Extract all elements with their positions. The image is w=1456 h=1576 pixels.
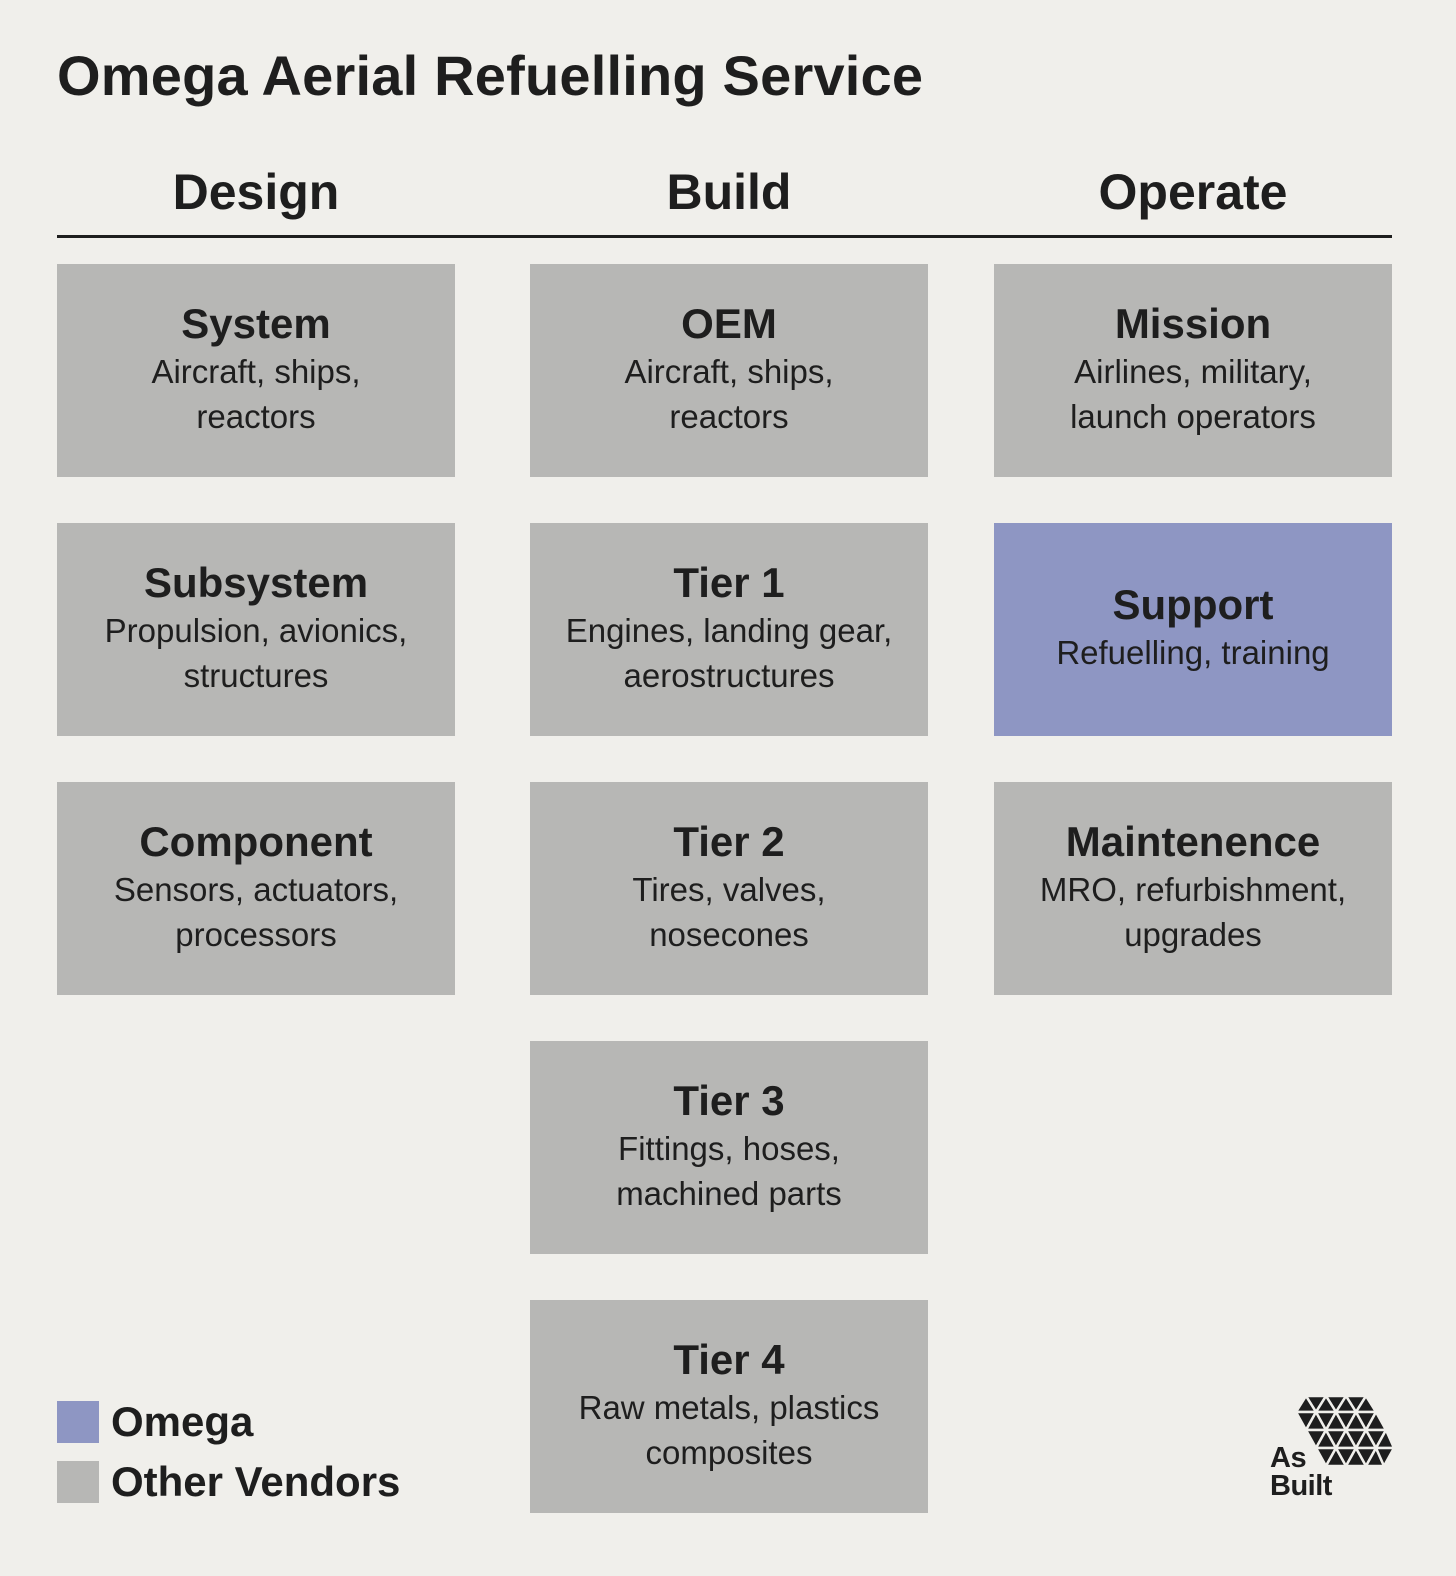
box-description-line: structures (183, 656, 329, 694)
column-heading-operate: Operate (1098, 164, 1288, 220)
hexagon-cluster-logo-icon (1294, 1394, 1396, 1468)
box-description-line: Propulsion, avionics, (104, 611, 408, 649)
box-title: Tier 2 (673, 817, 785, 865)
box-title: Maintenence (1065, 817, 1321, 865)
box-system: System Aircraft, ships, reactors (57, 264, 455, 477)
box-title: Component (139, 817, 373, 865)
box-tier-1: Tier 1 Engines, landing gear, aerostruct… (530, 523, 928, 736)
column-heading-design: Design (172, 164, 340, 220)
box-title: Tier 1 (673, 558, 785, 606)
box-description-line: machined parts (616, 1174, 842, 1212)
legend: Omega Other Vendors (57, 1397, 401, 1520)
box-description-line: Fittings, hoses, (618, 1129, 840, 1167)
box-description-line: composites (645, 1433, 813, 1471)
box-support: Support Refuelling, training (994, 523, 1392, 736)
legend-label: Other Vendors (111, 1457, 401, 1505)
box-mission: Mission Airlines, military, launch opera… (994, 264, 1392, 477)
box-tier-2: Tier 2 Tires, valves, nosecones (530, 782, 928, 995)
legend-swatch-omega (57, 1400, 99, 1443)
box-title: Mission (1114, 299, 1272, 347)
legend-swatch-other-vendors (57, 1460, 99, 1503)
box-tier-4: Tier 4 Raw metals, plastics composites (530, 1300, 928, 1513)
box-subsystem: Subsystem Propulsion, avionics, structur… (57, 523, 455, 736)
box-title: OEM (681, 299, 777, 347)
logo-text-line-2: Built (1270, 1470, 1332, 1502)
box-maintenence: Maintenence MRO, refurbishment, upgrades (994, 782, 1392, 995)
heading-divider (57, 235, 1392, 238)
legend-label: Omega (111, 1397, 254, 1445)
box-description-line: Engines, landing gear, (565, 611, 893, 649)
page-title: Omega Aerial Refuelling Service (57, 44, 924, 107)
as-built-logo: As Built (1268, 1394, 1398, 1510)
box-title: Support (1112, 581, 1274, 628)
box-oem: OEM Aircraft, ships, reactors (530, 264, 928, 477)
box-description-line: nosecones (649, 915, 809, 953)
box-description-line: MRO, refurbishment, (1039, 870, 1347, 908)
box-description-line: launch operators (1070, 397, 1316, 435)
legend-item-other-vendors: Other Vendors (57, 1457, 401, 1505)
box-description-line: Aircraft, ships, (624, 352, 834, 390)
box-description-line: aerostructures (623, 656, 835, 694)
box-description-line: reactors (196, 397, 316, 435)
box-description-line: Refuelling, training (1056, 634, 1330, 671)
box-description-line: upgrades (1124, 915, 1262, 953)
box-description-line: Tires, valves, (632, 870, 826, 908)
logo-wordmark: As Built (1270, 1442, 1332, 1502)
box-description-line: Airlines, military, (1074, 352, 1312, 390)
box-description-line: Aircraft, ships, (151, 352, 361, 390)
box-title: System (181, 299, 331, 347)
box-tier-3: Tier 3 Fittings, hoses, machined parts (530, 1041, 928, 1254)
box-description-line: processors (175, 915, 337, 953)
box-title: Tier 4 (673, 1335, 785, 1383)
box-description-line: reactors (669, 397, 789, 435)
box-title: Subsystem (143, 558, 369, 606)
legend-item-omega: Omega (57, 1397, 400, 1445)
box-description-line: Sensors, actuators, (113, 870, 399, 908)
logo-text-line-1: As (1270, 1442, 1307, 1474)
column-heading-build: Build (666, 164, 792, 220)
box-description-line: Raw metals, plastics (578, 1388, 880, 1426)
box-component: Component Sensors, actuators, processors (57, 782, 455, 995)
box-title: Tier 3 (673, 1076, 785, 1124)
